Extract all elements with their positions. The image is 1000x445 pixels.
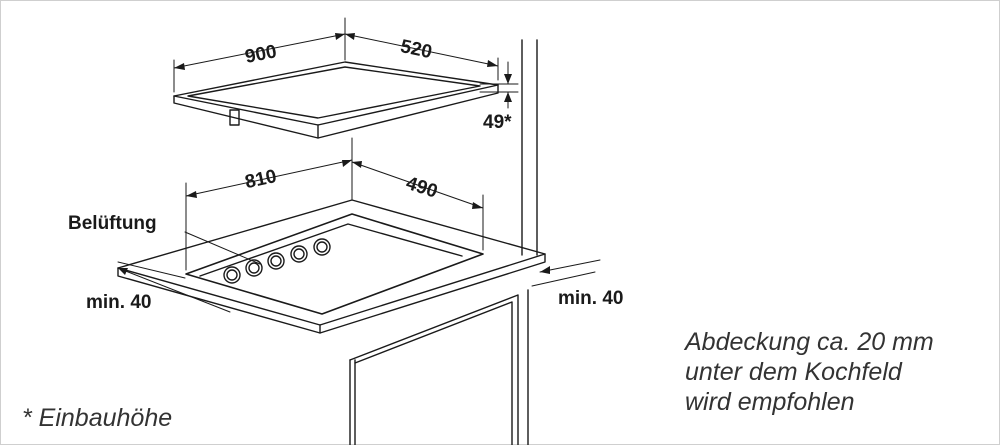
dim-cutout-depth xyxy=(351,161,484,251)
arrowhead xyxy=(504,92,512,102)
recommendation-line: unter dem Kochfeld xyxy=(685,358,902,386)
vent-opening xyxy=(267,252,285,270)
dim-hob-depth-label: 520 xyxy=(398,36,433,63)
wall xyxy=(521,39,538,256)
dim-hob-width xyxy=(173,17,346,93)
arrowhead xyxy=(174,63,185,70)
ventilation-openings xyxy=(184,231,331,284)
dim-cutout-width-label: 810 xyxy=(243,166,278,193)
dim-hob-width-label: 900 xyxy=(243,41,278,68)
footnote-text: * Einbauhöhe xyxy=(22,404,173,432)
min-distance-left-label: min. 40 xyxy=(86,292,151,313)
ventilation-label: Belüftung xyxy=(68,213,157,234)
arrowhead xyxy=(345,33,355,40)
vent-opening xyxy=(223,266,241,284)
dim-min-left xyxy=(117,261,231,313)
dim-min-right xyxy=(531,259,601,287)
arrowhead xyxy=(352,161,362,168)
dim-cutout-width xyxy=(185,137,353,271)
arrowhead xyxy=(335,33,345,40)
dim-cutout-depth-label: 490 xyxy=(403,173,440,203)
vent-opening xyxy=(245,259,263,277)
dim-hob-depth xyxy=(344,33,499,81)
recommendation-line: wird empfohlen xyxy=(685,388,855,416)
arrowhead xyxy=(504,74,512,84)
vent-opening xyxy=(313,238,331,256)
countertop xyxy=(117,199,546,334)
dim-hob-height xyxy=(479,61,519,109)
dim-hob-height-label: 49* xyxy=(483,112,512,133)
arrowhead xyxy=(540,266,550,274)
arrowhead xyxy=(186,191,197,198)
arrowhead xyxy=(118,268,128,275)
cabinet xyxy=(349,289,529,445)
arrowhead xyxy=(487,60,498,67)
hob-plate xyxy=(173,61,499,139)
arrowhead xyxy=(342,160,352,167)
vent-opening xyxy=(290,245,308,263)
recommendation-line: Abdeckung ca. 20 mm xyxy=(685,328,934,356)
arrowhead xyxy=(472,202,483,209)
min-distance-right-label: min. 40 xyxy=(558,288,623,309)
recommendation-note: Abdeckung ca. 20 mm unter dem Kochfeld w… xyxy=(685,327,934,417)
